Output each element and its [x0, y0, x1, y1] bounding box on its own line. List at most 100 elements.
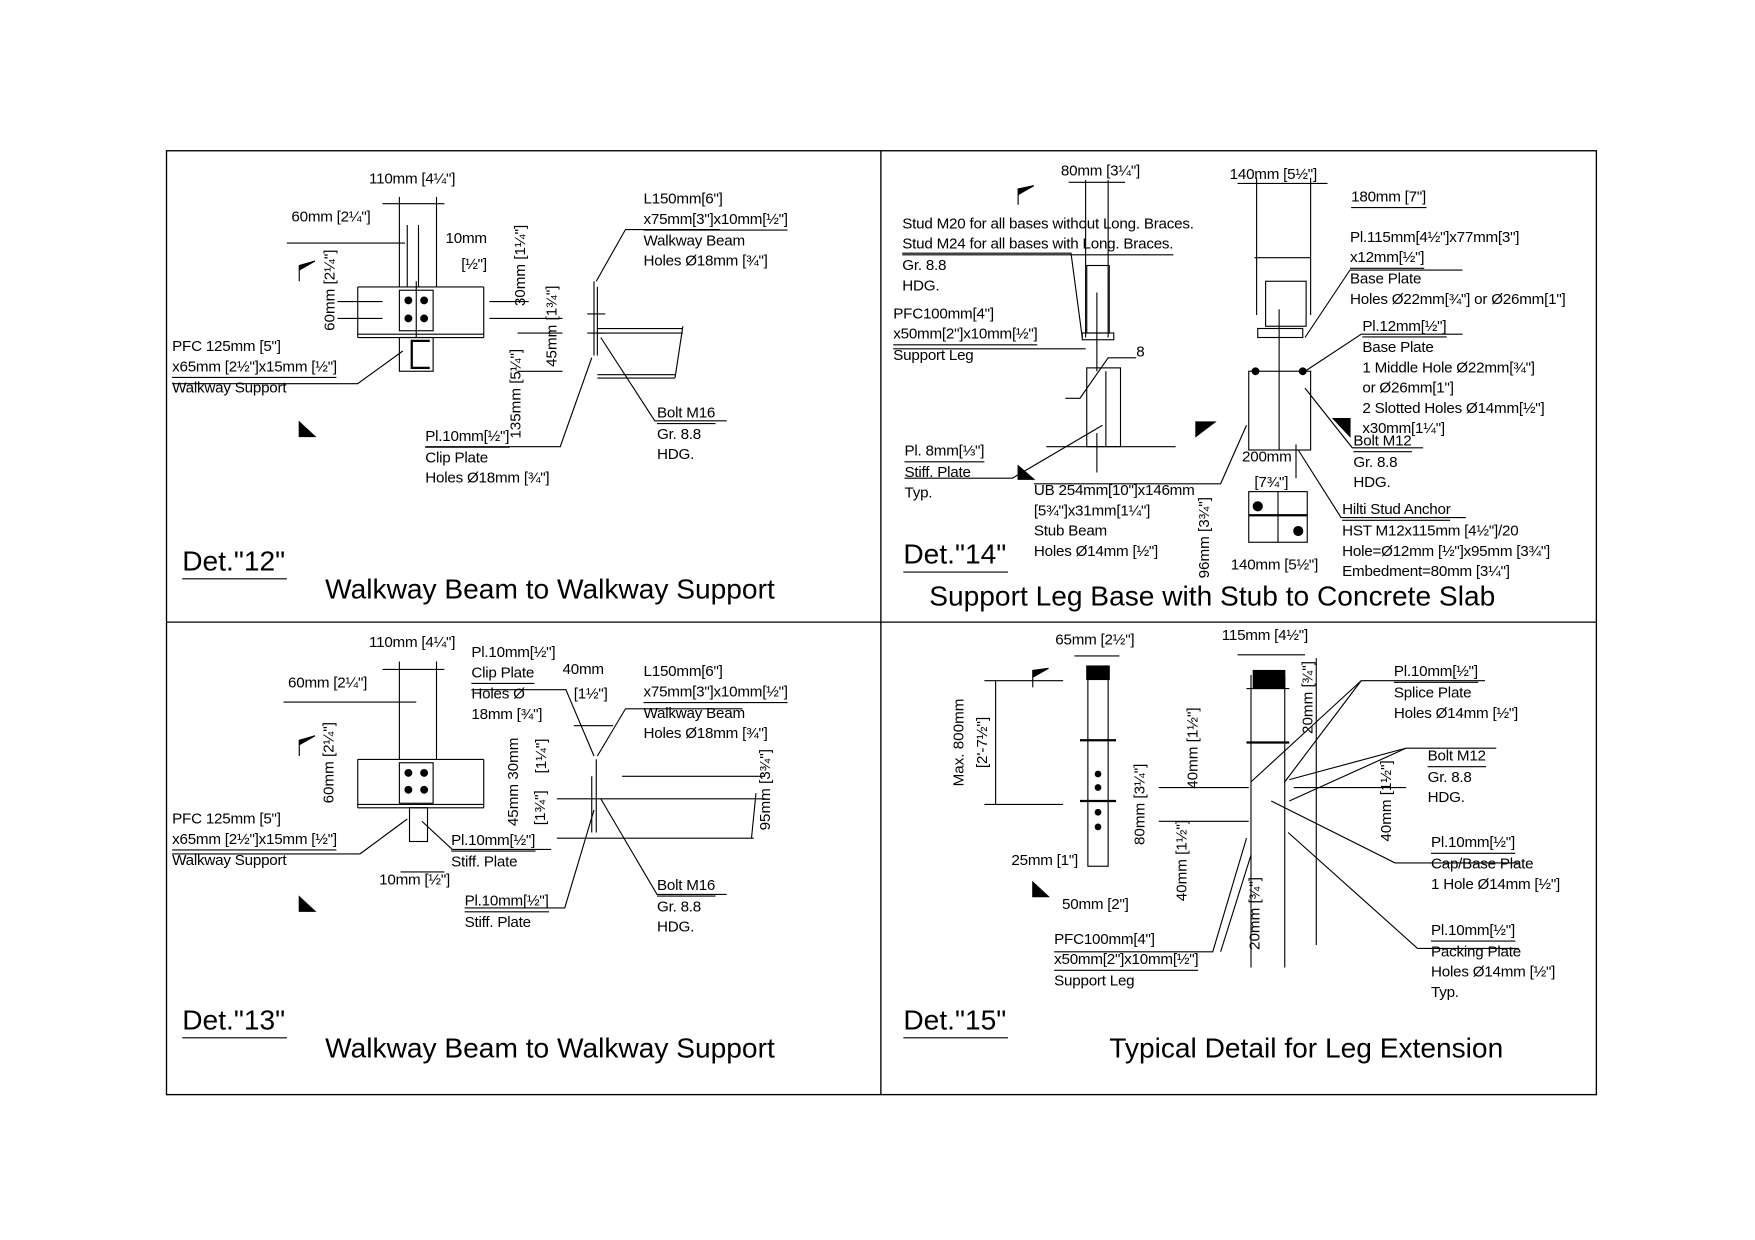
callout-line: 40mm — [562, 660, 605, 678]
det15-drawing — [984, 654, 1519, 968]
callout-line: 60mm [2¼"] — [288, 673, 368, 691]
det14-callout: 80mm [3¼"] — [1061, 161, 1140, 181]
det13-callout: 60mm [2¼"] — [288, 673, 367, 693]
det15-callout: 50mm [2"] — [1062, 894, 1129, 914]
callout-line: Holes Ø18mm [¾"] — [425, 469, 550, 486]
callout-line: HDG. — [1353, 473, 1391, 491]
callout-line: Gr. 8.8 — [657, 897, 702, 915]
callout-line: Cap/Base Plate — [1431, 855, 1534, 872]
det12-title: Walkway Beam to Walkway Support — [325, 573, 775, 606]
det12-vertical-dimension: 60mm [2¼"] — [321, 249, 339, 331]
callout-line: Base Plate — [1350, 270, 1422, 287]
callout-line: 110mm [4¼"] — [369, 633, 456, 651]
callout-line: x30mm[1¼"] — [1362, 419, 1445, 437]
det12-vertical-dimension: 30mm [1¼"] — [511, 224, 529, 307]
callout-line: Bolt M12 — [1427, 746, 1486, 768]
callout-line: Clip Plate — [425, 448, 489, 466]
callout-line: 8 — [1136, 343, 1145, 360]
callout-line: 80mm [3¼"] — [1060, 162, 1140, 179]
callout-line: 1 Hole Ø14mm [½"] — [1431, 875, 1561, 893]
det13-vertical-dimension: [1¼"] — [532, 738, 550, 774]
callout-line: Pl.12mm[½"] — [1362, 316, 1447, 338]
det14-callout: 200mm — [1242, 447, 1292, 467]
callout-line: Holes Ø14mm [½"] — [1431, 963, 1556, 980]
callout-line: x65mm [2½"]x15mm [½"] — [172, 829, 337, 851]
callout-line: Pl.115mm[4½"]x77mm[3"] — [1350, 228, 1520, 246]
callout-line: Holes Ø14mm [½"] — [1033, 542, 1159, 560]
callout-line: HDG. — [902, 276, 940, 294]
callout-line: 50mm [2"] — [1062, 895, 1129, 913]
det14-vertical-dimension: 96mm [3¾"] — [1195, 497, 1213, 579]
callout-line: Gr. 8.8 — [1427, 768, 1472, 786]
callout-line: 1 Middle Hole Ø22mm[¾"] — [1362, 358, 1535, 376]
det13-callout: PFC 125mm [5"]x65mm [2½"]x15mm [½"]Walkw… — [172, 809, 337, 871]
det15-vertical-dimension: 80mm [3¼"] — [1131, 763, 1149, 846]
callout-line: 10mm [½"] — [379, 870, 451, 888]
det13-callout: Pl.10mm[½"]Stiff. Plate — [464, 891, 549, 933]
callout-line: Holes Ø22mm[¾"] or Ø26mm[1"] — [1350, 290, 1566, 308]
callout-line: x50mm[2"]x10mm[½"] — [1054, 950, 1199, 971]
det13-drawing — [172, 661, 765, 912]
det14-drawing — [893, 177, 1466, 543]
callout-line: Walkway Support — [172, 379, 287, 396]
det15-callout: 25mm [1"] — [1011, 851, 1078, 871]
callout-line: Hilti Stud Anchor — [1342, 500, 1451, 521]
callout-line: 140mm [5½"] — [1230, 555, 1319, 573]
det13-title: Walkway Beam to Walkway Support — [325, 1032, 775, 1065]
callout-line: Pl.10mm[½"] — [1393, 662, 1478, 683]
callout-line: HDG. — [657, 918, 695, 935]
det12-detail-number: Det."12" — [182, 545, 288, 580]
callout-line: Holes Ø18mm [¾"] — [643, 724, 768, 742]
det15-callout: 65mm [2½"] — [1055, 630, 1134, 650]
callout-line: x65mm [2½"]x15mm [½"] — [172, 357, 337, 378]
callout-line: 180mm [7"] — [1351, 187, 1426, 209]
callout-line: L150mm[6"] — [643, 190, 723, 207]
det14-detail-number: Det."14" — [903, 538, 1009, 573]
det12-callout: 110mm [4¼"] — [369, 169, 455, 189]
callout-line: PFC100mm[4"] — [893, 304, 994, 322]
callout-line: Stud M20 for all bases without Long. Bra… — [902, 214, 1194, 232]
det12-callout: 60mm [2¼"] — [291, 207, 370, 227]
det14-callout: 8 — [1136, 342, 1144, 362]
det14-callout: [7¾"] — [1254, 473, 1288, 493]
callout-line: Pl.10mm[½"] — [1431, 833, 1515, 854]
det13-detail-number: Det."13" — [182, 1004, 288, 1039]
callout-line: Pl.10mm[½"] — [464, 891, 549, 913]
det15-vertical-dimension: [2'-7½"] — [973, 716, 991, 769]
callout-line: Base Plate — [1362, 338, 1434, 356]
callout-line: [½"] — [461, 255, 487, 273]
callout-line: Clip Plate — [471, 663, 534, 684]
callout-line: Pl.10mm[½"] — [451, 830, 535, 852]
det14-callout: 140mm [5½"] — [1229, 164, 1318, 184]
det15-callout: 115mm [4½"] — [1222, 626, 1308, 646]
callout-line: Typ. — [1431, 983, 1459, 1001]
det14-title: Support Leg Base with Stub to Concrete S… — [929, 580, 1496, 613]
callout-line: PFC 125mm [5"] — [172, 810, 281, 827]
det12-callout: [½"] — [461, 254, 487, 274]
det14-callout: UB 254mm[10"]x146mm[5¾"]x31mm[1¼"]Stub B… — [1034, 480, 1195, 561]
det13-vertical-dimension: 60mm [2¼"] — [320, 722, 337, 804]
callout-line: 200mm — [1242, 447, 1292, 465]
callout-line: 25mm [1"] — [1011, 851, 1079, 869]
callout-line: 140mm [5½"] — [1229, 165, 1318, 183]
callout-line: L150mm[6"] — [643, 662, 723, 680]
callout-line: HDG. — [1427, 788, 1465, 806]
det14-callout: PFC100mm[4"]x50mm[2"]x10mm[½"]Support Le… — [893, 304, 1038, 366]
det15-callout: Pl.10mm[½"]Cap/Base Plate 1 Hole Ø14mm [½… — [1431, 833, 1560, 895]
callout-line: 18mm [¾"] — [471, 705, 543, 723]
callout-line: [7¾"] — [1254, 473, 1289, 491]
callout-line: Packing Plate — [1431, 942, 1521, 960]
det14-callout: 140mm [5½"] — [1230, 555, 1319, 575]
det12-vertical-dimension: 135mm [5¼"] — [506, 348, 524, 439]
det14-callout: Pl.12mm[½"]Base Plate 1 Middle Hole Ø22mm… — [1362, 316, 1545, 439]
callout-line: Stiff. Plate — [451, 852, 518, 870]
det15-callout: PFC100mm[4"]x50mm[2"]x10mm[½"]Support Le… — [1054, 929, 1199, 991]
